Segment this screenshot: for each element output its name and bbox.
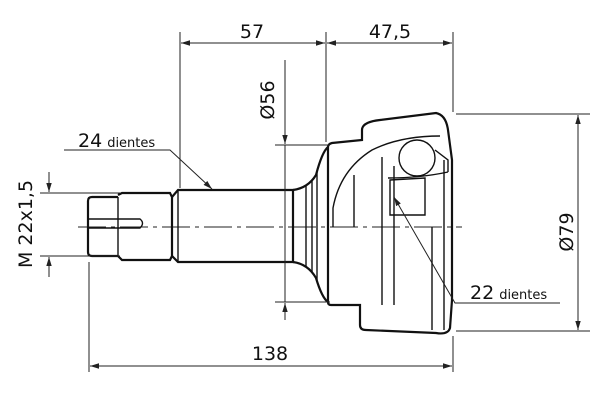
teeth-24-count: 24 xyxy=(78,130,102,152)
dimension-thread: M 22x1,5 xyxy=(15,172,120,277)
teeth-24-unit: dientes xyxy=(107,136,155,151)
dim-47-5-label: 47,5 xyxy=(369,21,411,43)
dimension-diameter-79: Ø79 xyxy=(456,113,590,332)
dim-56-label: Ø56 xyxy=(257,80,279,119)
dim-79-label: Ø79 xyxy=(556,212,578,251)
dim-138-label: 138 xyxy=(252,343,288,365)
callout-22-teeth: 22 dientes xyxy=(393,196,560,304)
callout-24-teeth: 24 dientes xyxy=(64,130,213,190)
dimension-total-length: 138 xyxy=(88,262,454,372)
thread-label: M 22x1,5 xyxy=(15,180,37,268)
dimension-top: 57 47,5 xyxy=(179,21,454,188)
dimension-diameter-56: Ø56 xyxy=(257,60,330,320)
teeth-22-unit: dientes xyxy=(499,288,547,303)
housing xyxy=(326,111,454,335)
shaft xyxy=(86,146,329,303)
teeth-22-count: 22 xyxy=(470,282,494,304)
dim-57-label: 57 xyxy=(240,21,264,43)
